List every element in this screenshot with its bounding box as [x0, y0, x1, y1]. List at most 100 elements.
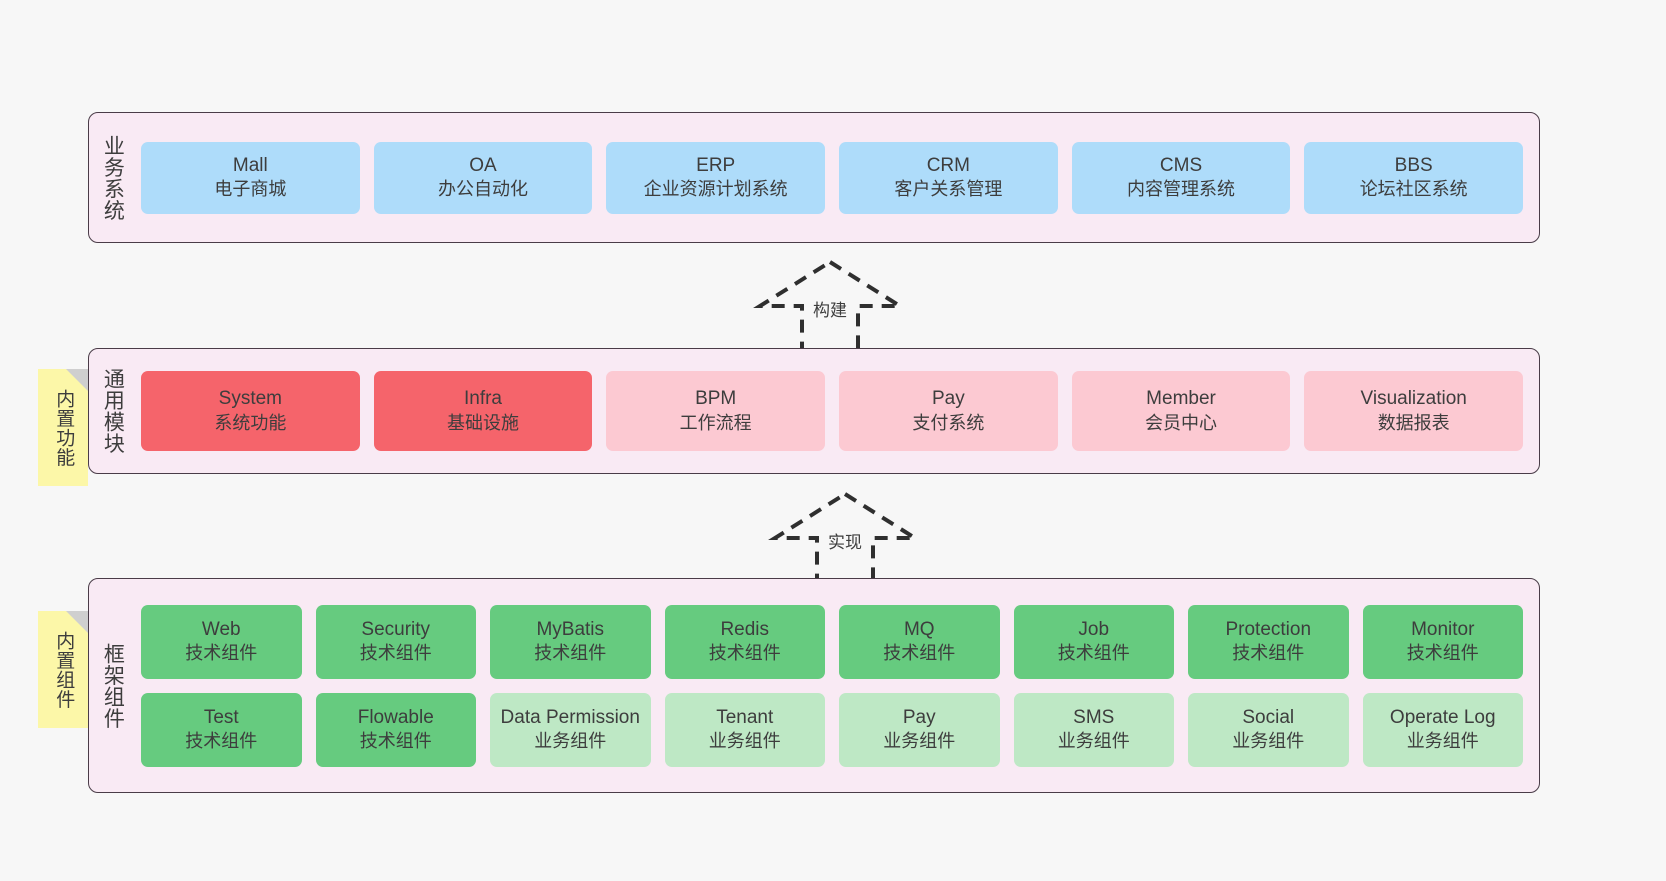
card-title: Pay: [902, 706, 936, 728]
card-monitor[interactable]: Monitor 技术组件: [1362, 604, 1523, 679]
card-operate-log[interactable]: Operate Log 业务组件: [1362, 692, 1523, 767]
card-title: MyBatis: [536, 618, 605, 640]
card-sms[interactable]: SMS 业务组件: [1013, 692, 1174, 767]
card-subtitle: 业务组件: [1232, 731, 1305, 752]
card-title: Flowable: [357, 706, 434, 728]
card-subtitle: 电子商城: [214, 179, 287, 200]
card-title: SMS: [1073, 706, 1115, 728]
card-member[interactable]: Member 会员中心: [1071, 371, 1291, 451]
card-flowable[interactable]: Flowable 技术组件: [315, 692, 476, 767]
framework-tech-row: Web 技术组件 Security 技术组件 MyBatis 技术组件 Redi…: [141, 604, 1523, 679]
framework-business-row: Test 技术组件 Flowable 技术组件 Data Permission …: [141, 692, 1523, 767]
card-infra[interactable]: Infra 基础设施: [373, 371, 593, 451]
card-tenant[interactable]: Tenant 业务组件: [664, 692, 825, 767]
card-title: Test: [203, 706, 239, 728]
card-title: Data Permission: [500, 706, 640, 728]
card-subtitle: 业务组件: [708, 731, 781, 752]
card-bbs[interactable]: BBS 论坛社区系统: [1304, 141, 1524, 214]
layer-body-common-modules: System 系统功能 Infra 基础设施 BPM 工作流程 Pay 支付系统…: [135, 349, 1539, 473]
card-title: Security: [361, 618, 431, 640]
card-title: BPM: [695, 388, 737, 410]
card-title: Job: [1078, 618, 1110, 640]
connector-build-label: 构建: [813, 301, 847, 320]
card-title: Member: [1146, 388, 1216, 410]
note-label: 内置组件: [53, 630, 75, 709]
note-builtin-features: 内置功能: [38, 369, 88, 486]
card-subtitle: 办公自动化: [438, 179, 528, 200]
card-subtitle: 技术组件: [1406, 643, 1479, 664]
card-title: ERP: [696, 154, 736, 176]
card-subtitle: 技术组件: [185, 731, 258, 752]
card-title: Mall: [232, 154, 268, 176]
card-title: MQ: [903, 618, 935, 640]
card-web[interactable]: Web 技术组件: [141, 604, 302, 679]
card-subtitle: 业务组件: [1057, 731, 1130, 752]
card-title: Social: [1242, 706, 1295, 728]
connector-implement: 实现: [768, 490, 922, 586]
card-subtitle: 技术组件: [1057, 643, 1130, 664]
card-subtitle: 技术组件: [359, 643, 432, 664]
card-title: Operate Log: [1389, 706, 1496, 728]
card-subtitle: 会员中心: [1145, 412, 1218, 433]
card-bpm[interactable]: BPM 工作流程: [606, 371, 826, 451]
card-subtitle: 客户关系管理: [894, 179, 1003, 200]
card-job[interactable]: Job 技术组件: [1013, 604, 1174, 679]
card-title: Protection: [1225, 618, 1312, 640]
card-title: Redis: [720, 618, 770, 640]
card-subtitle: 论坛社区系统: [1359, 179, 1468, 200]
card-subtitle: 技术组件: [708, 643, 781, 664]
layer-common-modules: 通用模块 System 系统功能 Infra 基础设施 BPM 工作流程 Pay…: [88, 348, 1540, 474]
card-redis[interactable]: Redis 技术组件: [664, 604, 825, 679]
card-title: Web: [201, 618, 241, 640]
card-pay-business[interactable]: Pay 业务组件: [839, 692, 1000, 767]
layer-title-business-systems: 业务系统: [101, 134, 125, 221]
card-oa[interactable]: OA 办公自动化: [373, 141, 593, 214]
card-data-permission[interactable]: Data Permission 业务组件: [490, 692, 651, 767]
card-mybatis[interactable]: MyBatis 技术组件: [490, 604, 651, 679]
card-title: CRM: [926, 154, 970, 176]
card-subtitle: 技术组件: [359, 731, 432, 752]
connector-implement-label: 实现: [828, 533, 862, 552]
card-subtitle: 内容管理系统: [1127, 179, 1236, 200]
card-subtitle: 数据报表: [1377, 412, 1450, 433]
card-subtitle: 技术组件: [534, 643, 607, 664]
card-subtitle: 技术组件: [1232, 643, 1305, 664]
card-subtitle: 技术组件: [883, 643, 956, 664]
card-system[interactable]: System 系统功能: [141, 371, 360, 451]
card-mq[interactable]: MQ 技术组件: [839, 604, 1000, 679]
card-title: OA: [469, 154, 497, 176]
card-erp[interactable]: ERP 企业资源计划系统: [606, 141, 826, 214]
layer-body-framework-components: Web 技术组件 Security 技术组件 MyBatis 技术组件 Redi…: [135, 579, 1539, 792]
card-title: Monitor: [1411, 618, 1475, 640]
layer-title-framework-components: 框架组件: [101, 642, 125, 729]
note-label: 内置功能: [53, 388, 75, 467]
card-title: Visualization: [1360, 388, 1467, 410]
note-builtin-components: 内置组件: [38, 611, 88, 728]
card-pay[interactable]: Pay 支付系统: [839, 371, 1058, 451]
card-protection[interactable]: Protection 技术组件: [1188, 604, 1349, 679]
layer-title-common-modules: 通用模块: [101, 368, 125, 454]
card-title: Pay: [931, 388, 965, 410]
card-social[interactable]: Social 业务组件: [1188, 692, 1349, 767]
card-subtitle: 支付系统: [912, 412, 985, 433]
layer-business-systems: 业务系统 Mall 电子商城 OA 办公自动化 ERP 企业资源计划系统 CRM…: [88, 112, 1540, 243]
card-test[interactable]: Test 技术组件: [141, 692, 302, 767]
card-visualization[interactable]: Visualization 数据报表: [1304, 371, 1524, 451]
card-subtitle: 企业资源计划系统: [643, 179, 788, 200]
card-cms[interactable]: CMS 内容管理系统: [1071, 141, 1291, 214]
implement-arrow-shape: [768, 491, 922, 584]
card-subtitle: 系统功能: [214, 412, 287, 433]
card-title: System: [218, 388, 283, 410]
card-title: CMS: [1159, 154, 1203, 176]
card-subtitle: 技术组件: [185, 643, 258, 664]
card-subtitle: 基础设施: [447, 412, 519, 433]
card-security[interactable]: Security 技术组件: [315, 604, 476, 679]
card-subtitle: 业务组件: [534, 731, 607, 752]
card-crm[interactable]: CRM 客户关系管理: [839, 141, 1058, 214]
card-title: BBS: [1394, 154, 1433, 176]
card-mall[interactable]: Mall 电子商城: [141, 141, 360, 214]
card-title: Infra: [463, 388, 503, 410]
card-subtitle: 工作流程: [679, 412, 752, 433]
layer-framework-components: 框架组件 Web 技术组件 Security 技术组件 MyBatis 技术组件…: [88, 578, 1540, 793]
